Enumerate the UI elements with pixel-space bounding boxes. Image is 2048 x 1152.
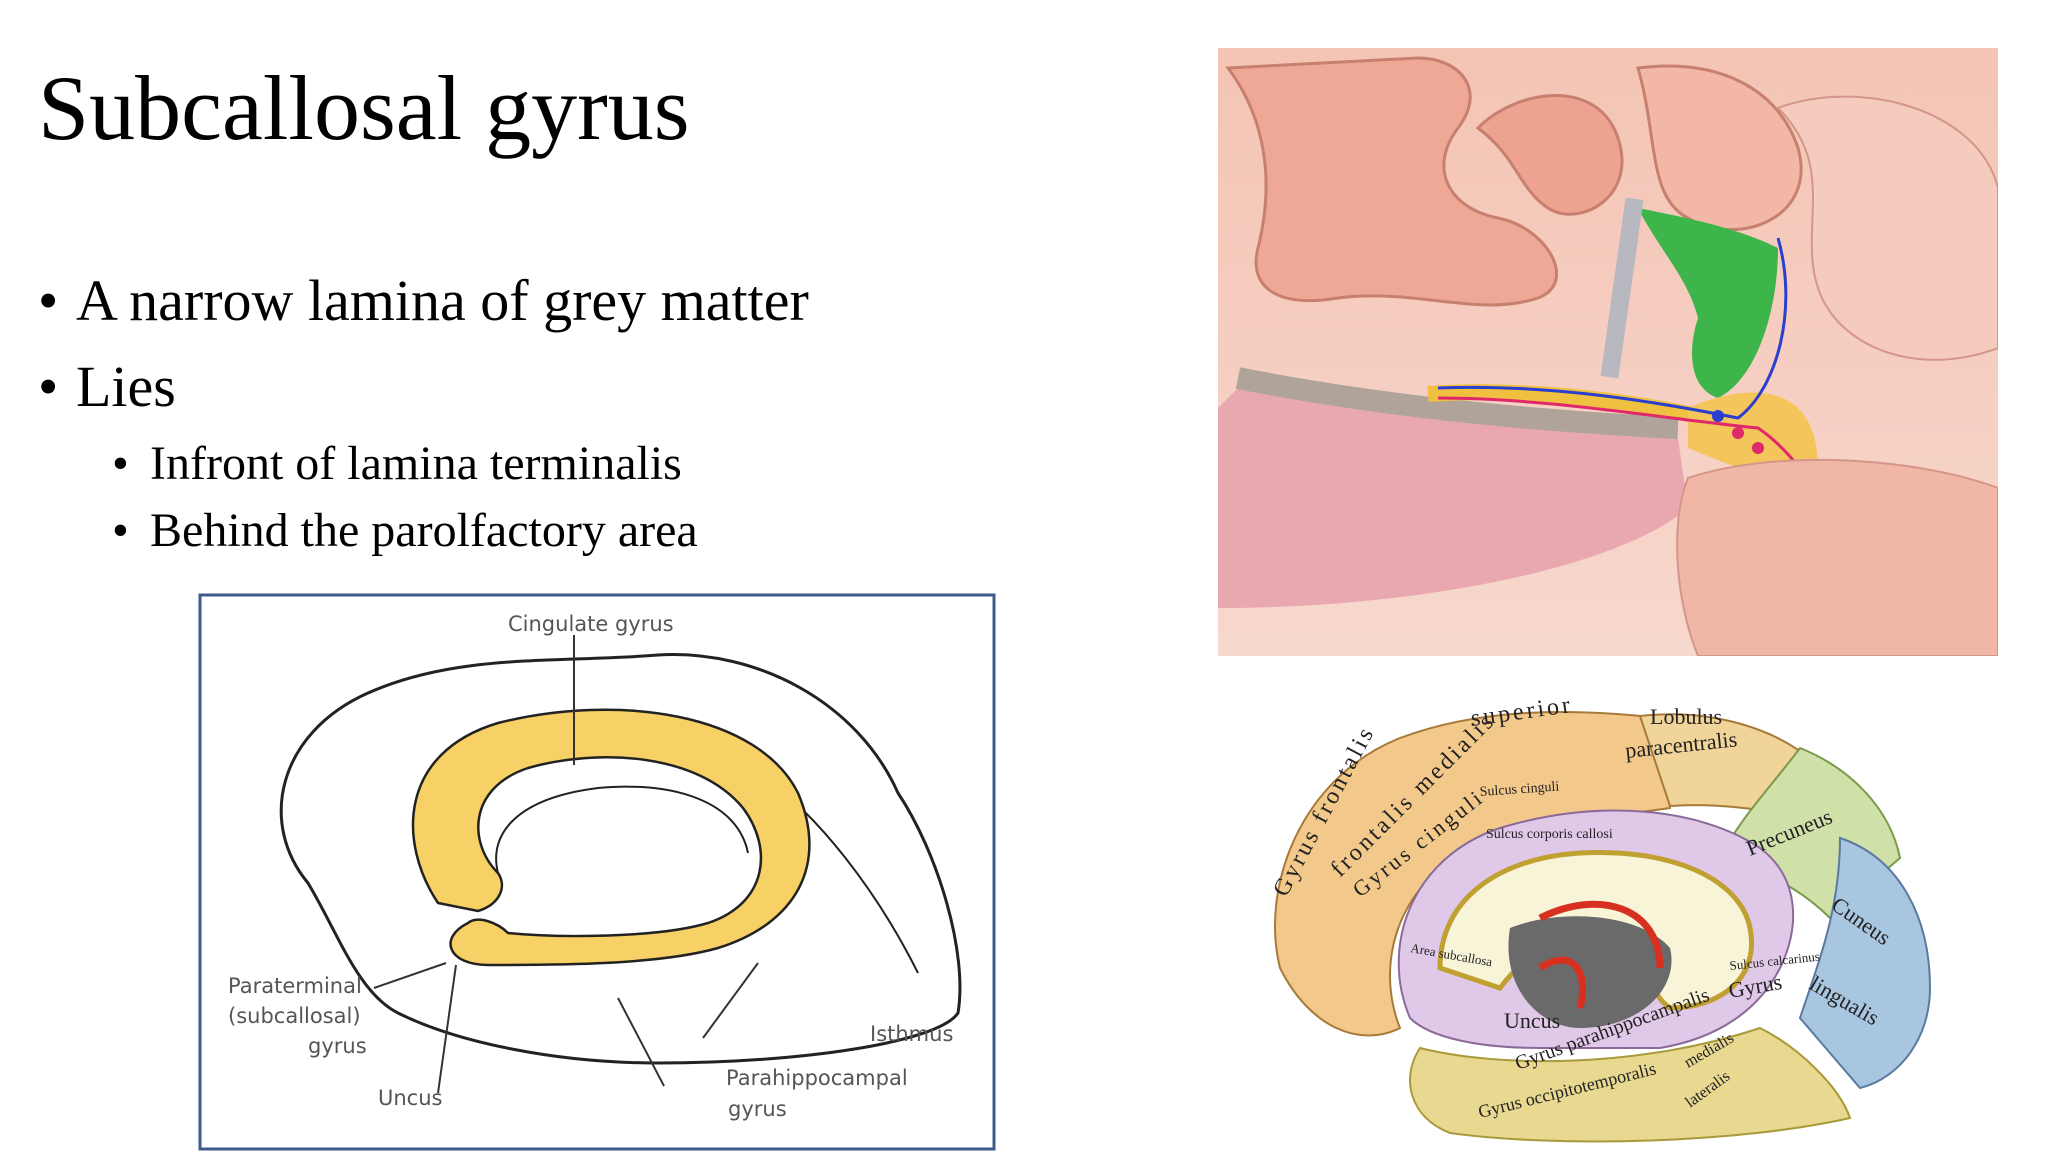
sub-bullet-item: Infront of lamina terminalis bbox=[38, 430, 809, 497]
label-parahippocampal: Parahippocampal bbox=[726, 1066, 908, 1090]
label-paraterminal-gyrus: gyrus bbox=[308, 1034, 367, 1058]
label-sulcus-cinguli: Sulcus cinguli bbox=[1479, 779, 1560, 800]
limbic-lobe-diagram: Cingulate gyrus Paraterminal (subcallosa… bbox=[198, 593, 996, 1151]
medial-surface-diagram: superior Lobulus paracentralis Gyrus fro… bbox=[1240, 688, 1940, 1148]
bullet-list: A narrow lamina of grey matter Lies Infr… bbox=[38, 258, 809, 564]
label-lobulus: Lobulus bbox=[1650, 704, 1722, 729]
bullet-item: A narrow lamina of grey matter bbox=[38, 258, 809, 344]
cuneus-region bbox=[1798, 836, 1932, 1090]
label-parahippocampal-gyrus: gyrus bbox=[728, 1097, 787, 1121]
bullet-item: Lies bbox=[38, 344, 809, 430]
label-cingulate: Cingulate gyrus bbox=[508, 612, 674, 636]
label-isthmus: Isthmus bbox=[870, 1022, 953, 1046]
label-uncus: Uncus bbox=[378, 1086, 442, 1110]
label-uncus-medial: Uncus bbox=[1504, 1008, 1560, 1033]
olfactory-tract bbox=[1427, 384, 1720, 428]
limbic-c-shape bbox=[411, 708, 811, 967]
label-sulcus-corporis: Sulcus corporis callosi bbox=[1486, 827, 1613, 842]
label-subcallosal: (subcallosal) bbox=[228, 1004, 361, 1028]
brain-outline bbox=[279, 653, 962, 1065]
slide-title: Subcallosal gyrus bbox=[38, 57, 690, 159]
subcallosal-area-highlight bbox=[1638, 208, 1778, 398]
sub-bullet-item: Behind the parolfactory area bbox=[38, 497, 809, 564]
temporal-region bbox=[1409, 1026, 1852, 1143]
label-paraterminal: Paraterminal bbox=[228, 974, 362, 998]
sagittal-illustration bbox=[1218, 48, 1998, 656]
